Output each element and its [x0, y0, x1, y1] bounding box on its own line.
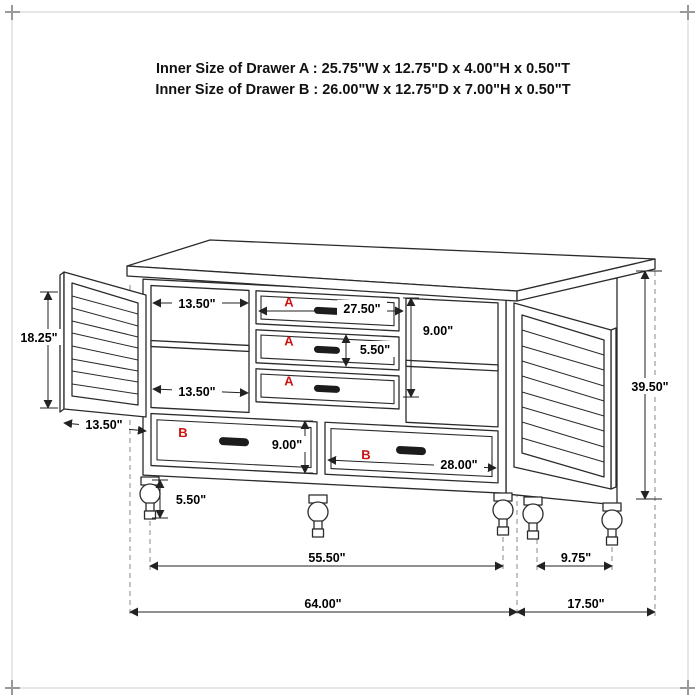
- svg-text:5.50": 5.50": [176, 493, 206, 507]
- dim-leg-height: 5.50": [152, 479, 212, 519]
- svg-text:17.50": 17.50": [567, 597, 604, 611]
- drawer-b1-label: B: [178, 425, 187, 440]
- dim-bottom-shelf-width: 13.50": [152, 383, 249, 399]
- svg-text:13.50": 13.50": [178, 385, 215, 399]
- svg-text:9.00": 9.00": [272, 438, 302, 452]
- foot-back-middle-right: [522, 496, 544, 540]
- drawer-a2: A: [255, 329, 400, 371]
- foot-back-center: [307, 494, 329, 538]
- left-door: [59, 271, 147, 418]
- foot-back-right: [601, 502, 623, 546]
- right-door: [513, 302, 617, 490]
- dim-leg-span-width: 55.50": [149, 550, 504, 571]
- dim-overall-height: 39.50": [626, 270, 673, 500]
- left-door-louver-panel: [71, 282, 139, 406]
- svg-text:9.75": 9.75": [561, 551, 591, 565]
- drawer-b1: B: [150, 412, 318, 475]
- foot-front-left: [139, 476, 161, 520]
- dim-drawer-b-width: 28.00": [327, 455, 497, 473]
- dim-overall-width: 64.00": [129, 596, 518, 617]
- dim-overall-depth: 17.50": [516, 596, 656, 617]
- svg-text:64.00": 64.00": [304, 597, 341, 611]
- dim-door-width: 13.50": [63, 416, 147, 435]
- title-line-2: Inner Size of Drawer B : 26.00"W x 12.75…: [155, 82, 570, 98]
- page-frame: [5, 5, 695, 695]
- drawer-a2-handle: [314, 345, 340, 354]
- right-shelf: [405, 359, 499, 372]
- drawer-a3-handle: [314, 384, 340, 393]
- feet: [139, 476, 623, 546]
- left-shelf: [150, 339, 250, 353]
- drawer-a3-label: A: [284, 373, 294, 388]
- svg-text:9.00": 9.00": [423, 324, 453, 338]
- drawer-b1-handle: [219, 437, 249, 447]
- left-compartment: [150, 284, 250, 414]
- cabinet-top: [126, 239, 656, 302]
- dim-drawer-a-stack-height: 9.00": [403, 297, 459, 398]
- svg-text:5.50": 5.50": [360, 343, 390, 357]
- drawer-a2-label: A: [284, 333, 294, 348]
- title-line-1: Inner Size of Drawer A : 25.75"W x 12.75…: [156, 61, 570, 77]
- drawer-b2: B: [324, 421, 499, 484]
- drawer-a1-label: A: [284, 294, 294, 309]
- dim-leg-span-depth: 9.75": [536, 550, 613, 571]
- svg-text:13.50": 13.50": [85, 418, 122, 432]
- dim-drawer-a-front-height: 5.50": [341, 334, 396, 367]
- right-compartment: [405, 297, 499, 428]
- dimension-annotations: 18.25" 13.50" 27.50" 9.00" 5.50": [16, 270, 673, 617]
- svg-text:55.50": 55.50": [308, 551, 345, 565]
- svg-text:27.50": 27.50": [343, 302, 380, 316]
- svg-text:13.50": 13.50": [178, 297, 215, 311]
- dim-door-height: 18.25": [16, 291, 62, 409]
- drawer-a3: A: [255, 368, 400, 410]
- svg-text:28.00": 28.00": [440, 458, 477, 472]
- foot-front-right: [492, 492, 514, 536]
- drawer-b2-label: B: [361, 447, 370, 462]
- svg-text:18.25": 18.25": [20, 331, 57, 345]
- svg-text:39.50": 39.50": [631, 380, 668, 394]
- cabinet-drawing: A A A B: [59, 239, 656, 546]
- dim-top-shelf-width: 13.50": [152, 295, 249, 311]
- drawer-b2-handle: [396, 445, 426, 456]
- dim-drawer-a-width: 27.50": [258, 300, 404, 316]
- dim-drawer-b-front-height: 9.00": [266, 420, 313, 474]
